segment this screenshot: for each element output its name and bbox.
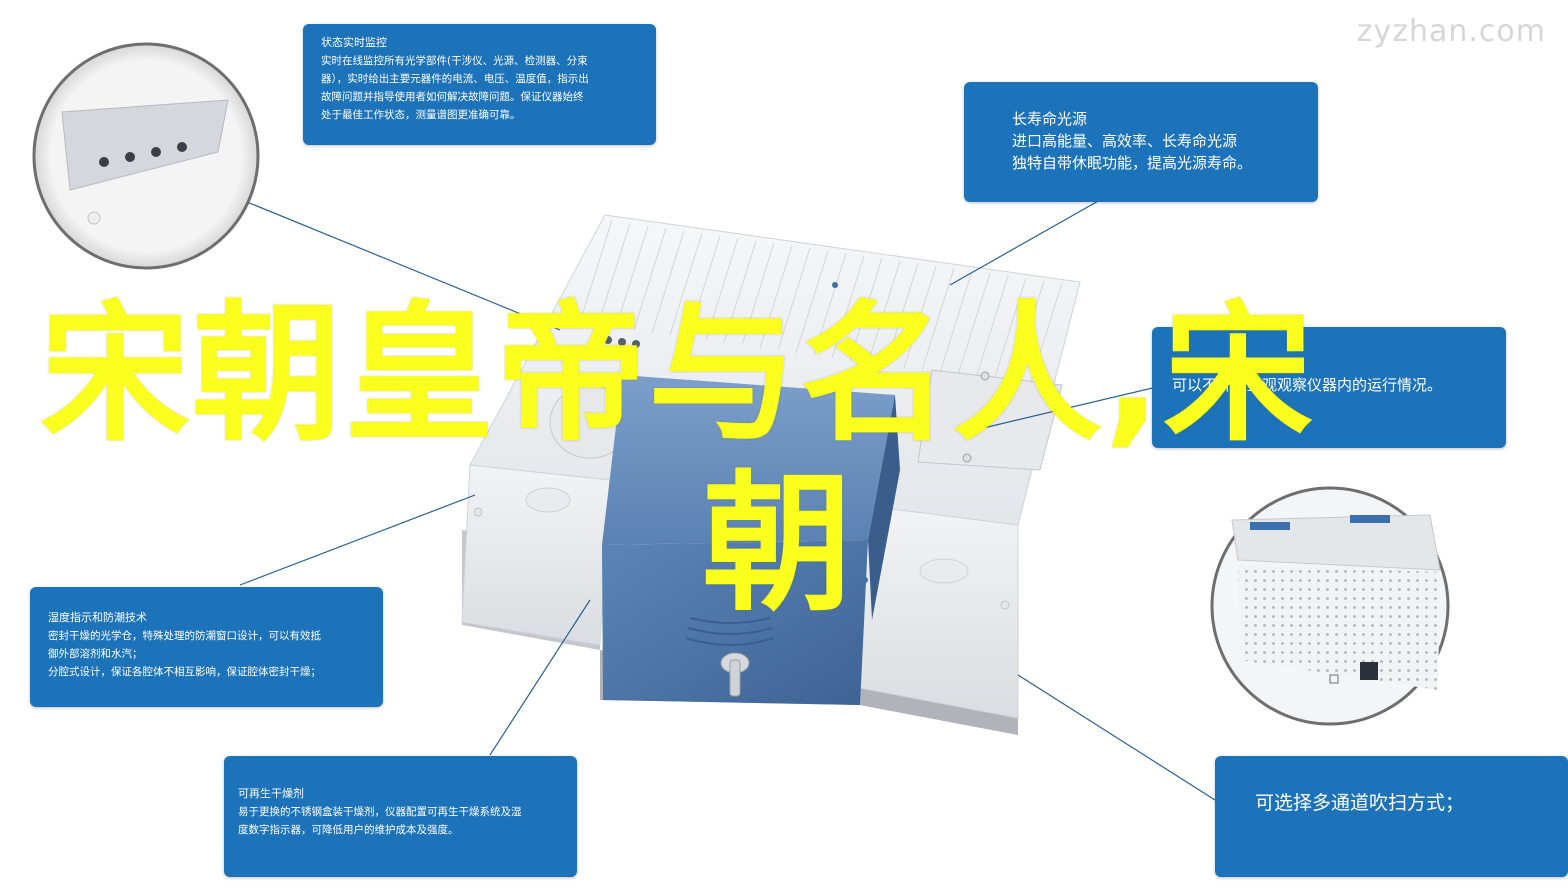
callout-desiccant: 可再生干燥剂 易于更换的不锈钢盒装干燥剂，仪器配置可再生干燥系统及湿 度数字指示… [224,756,577,877]
window-screw-top [980,371,990,381]
inset-control-panel [32,42,260,270]
watermark: zyzhan.com [1356,14,1546,49]
headline-line-2: 朝 [702,458,855,632]
callout-title: 湿度指示和防潮技术 [48,611,147,624]
callout-line: 御外部溶剂和水汽； [48,648,143,660]
headline-line-1: 宋朝皇帝与名人,宋 [40,288,1315,462]
callout-line: 易于更换的不锈钢盒装干燥剂，仪器配置可再生干燥系统及湿 [238,806,522,818]
callout-line: 分腔式设计，保证各腔体不相互影响，保证腔体密封干燥； [48,666,321,678]
connector-lines [229,194,1216,801]
window-screw-bottom [962,453,972,463]
front-right-screw [1000,600,1010,610]
inset-side-vents [1210,486,1450,726]
callout-line: 度数字指示器，可降低用户的维护成本及强度。 [238,824,459,836]
callout-purge: 可选择多通道吹扫方式； [1215,756,1568,877]
callout-line: 密封干燥的光学仓，特殊处理的防潮窗口设计，可以有效抵 [48,630,321,642]
front-right-label [919,558,969,584]
front-left-label [525,487,571,513]
blue-cover-grille [685,617,775,646]
callout-title: 长寿命光源 [1012,110,1088,128]
top-vent-ribs [579,219,1063,386]
latch-handle [720,652,750,697]
top-indicator-dot [832,282,838,288]
callout-humidity: 湿度指示和防潮技术 密封干燥的光学仓，特殊处理的防潮窗口设计，可以有效抵 御外部… [30,587,383,707]
callout-line: 故障问题并指导使用者如何解决故障问题。保证仪器始终 [321,91,584,103]
blue-cover-top [602,375,895,545]
callout-title: 状态实时监控 [321,36,387,49]
callout-light-source: 长寿命光源 进口高能量、高效率、长寿命光源 独特自带休眠功能，提高光源寿命。 [964,82,1318,202]
callout-title: 可再生干燥剂 [238,787,304,800]
front-left-screw [473,507,483,517]
blue-cover-side [868,395,900,620]
callout-line: 进口高能量、高效率、长寿命光源 [1012,132,1238,150]
observation-window [917,369,1063,471]
callout-line: 可以不开盖直观观察仪器内的运行情况。 [1172,376,1443,394]
callout-line: 可选择多通道吹扫方式； [1255,792,1465,814]
callout-status-monitor: 状态实时监控 实时在线监控所有光学部件(干涉仪、光源、检测器、分束 器），实时给… [303,24,656,145]
top-control-buttons [604,336,640,348]
callout-line: 器），实时给出主要元器件的电流、电压、温度值，指示出 [321,73,589,85]
headline-overlay: 宋朝皇帝与名人,宋 朝 [40,290,1460,630]
callout-line: 独特自带休眠功能，提高光源寿命。 [1012,154,1253,172]
instrument-front-left [461,464,611,646]
callout-status-view: 可以不开盖直观观察仪器内的运行情况。 [1152,327,1506,448]
callout-line: 实时在线监控所有光学部件(干涉仪、光源、检测器、分束 [321,55,588,67]
callout-line: 处于最佳工作状态，测量谱图更准确可靠。 [321,109,521,121]
